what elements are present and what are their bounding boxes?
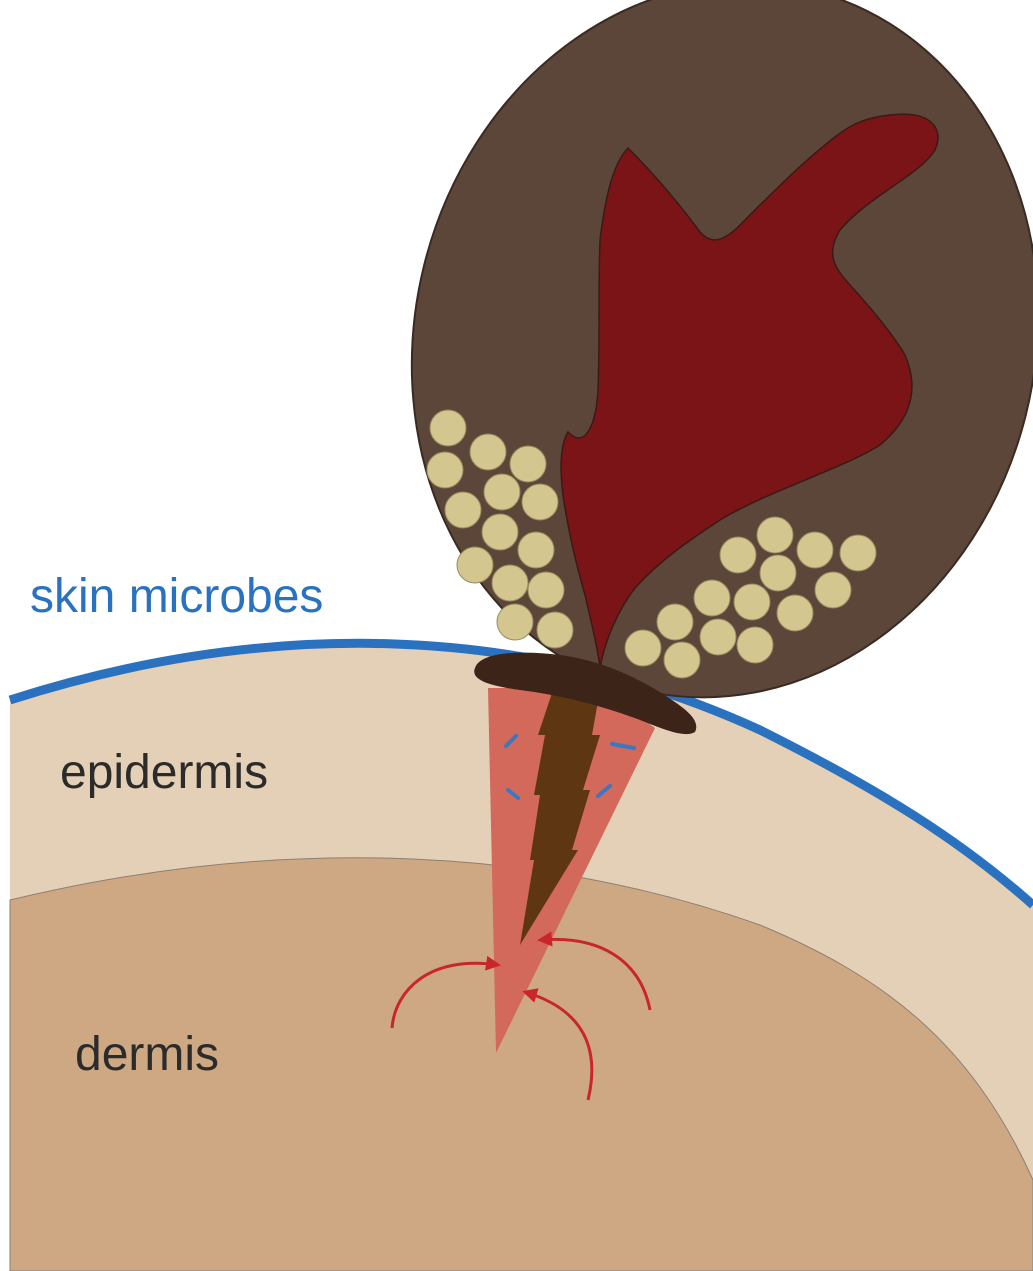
label-dermis: dermis bbox=[75, 1028, 219, 1081]
label-skin-microbes: skin microbes bbox=[30, 570, 323, 623]
egg bbox=[777, 595, 813, 631]
egg bbox=[484, 474, 520, 510]
egg bbox=[482, 514, 518, 550]
egg bbox=[528, 572, 564, 608]
egg bbox=[700, 619, 736, 655]
egg bbox=[427, 452, 463, 488]
egg bbox=[737, 627, 773, 663]
egg bbox=[815, 572, 851, 608]
egg bbox=[445, 492, 481, 528]
egg bbox=[657, 604, 693, 640]
egg bbox=[734, 584, 770, 620]
egg bbox=[625, 630, 661, 666]
egg bbox=[664, 642, 700, 678]
egg bbox=[518, 532, 554, 568]
egg bbox=[760, 555, 796, 591]
egg bbox=[497, 604, 533, 640]
egg bbox=[720, 537, 756, 573]
egg bbox=[840, 535, 876, 571]
egg bbox=[522, 484, 558, 520]
label-epidermis: epidermis bbox=[60, 746, 268, 799]
egg bbox=[797, 532, 833, 568]
egg bbox=[537, 612, 573, 648]
egg bbox=[510, 446, 546, 482]
egg bbox=[457, 547, 493, 583]
egg bbox=[694, 580, 730, 616]
egg bbox=[757, 517, 793, 553]
egg bbox=[470, 434, 506, 470]
egg bbox=[492, 565, 528, 601]
egg bbox=[430, 410, 466, 446]
